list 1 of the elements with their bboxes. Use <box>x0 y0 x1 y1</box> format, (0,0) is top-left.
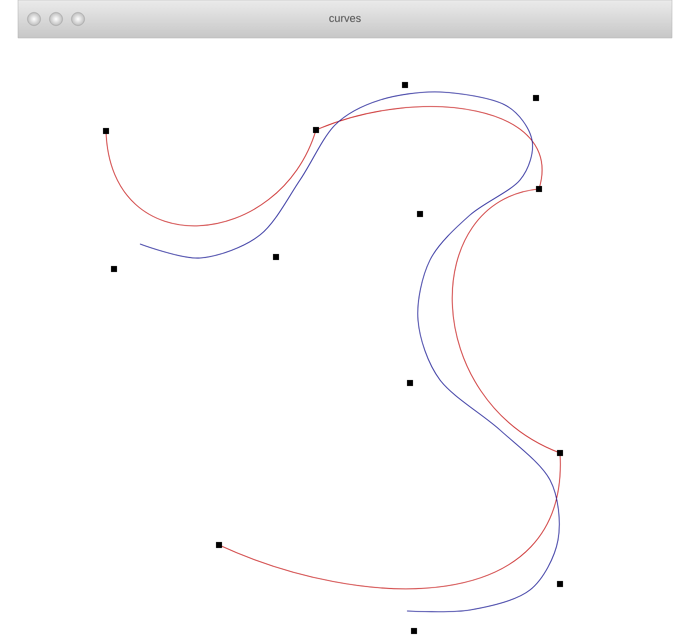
window-title: curves <box>329 16 361 22</box>
